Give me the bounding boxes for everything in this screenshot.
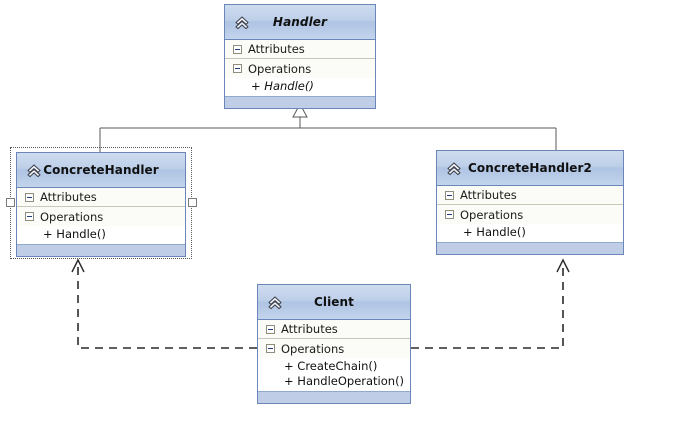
open-arrowhead-left	[71, 258, 85, 273]
class-box-handler[interactable]: Handler Attributes Operations + Handle()	[224, 4, 376, 109]
operation-item[interactable]: + Handle()	[463, 225, 526, 239]
operations-section-handler[interactable]: Operations	[225, 59, 375, 78]
operation-item[interactable]: + CreateChain()	[284, 359, 378, 373]
operations-section-client[interactable]: Operations	[258, 339, 410, 358]
class-box-concretehandler2[interactable]: ConcreteHandler2 Attributes Operations +…	[436, 150, 624, 255]
abstract-class-chevron-icon	[268, 296, 282, 310]
collapse-icon-attributes[interactable]	[266, 324, 275, 334]
class-header-client: Client	[258, 285, 410, 320]
attributes-section-client[interactable]: Attributes	[258, 320, 410, 339]
abstract-class-chevron-icon	[27, 164, 41, 178]
attributes-label: Attributes	[281, 322, 338, 336]
operation-item[interactable]: + Handle()	[43, 227, 106, 241]
collapse-icon-attributes[interactable]	[233, 44, 242, 54]
generalization-tree	[99, 102, 557, 152]
collapse-icon-operations[interactable]	[266, 344, 275, 353]
operations-label: Operations	[460, 207, 524, 222]
attributes-label: Attributes	[40, 190, 97, 204]
class-title-concretehandler: ConcreteHandler	[43, 163, 159, 177]
attributes-section-concretehandler2[interactable]: Attributes	[437, 186, 623, 205]
resize-handle-left[interactable]	[6, 198, 15, 207]
attributes-section-concretehandler[interactable]: Attributes	[17, 188, 185, 207]
collapse-icon-operations[interactable]	[233, 64, 242, 73]
operations-section-concretehandler2[interactable]: Operations	[437, 205, 623, 224]
class-header-handler: Handler	[225, 5, 375, 40]
operations-label: Operations	[281, 341, 345, 356]
class-header-concretehandler: ConcreteHandler	[17, 153, 185, 188]
operations-list-handler: + Handle()	[225, 78, 375, 96]
dependency-client-concretehandler2	[411, 258, 570, 349]
operations-section-concretehandler[interactable]: Operations	[17, 207, 185, 226]
class-footer-concretehandler	[17, 244, 185, 256]
class-footer-concretehandler2	[437, 242, 623, 254]
resize-handle-right[interactable]	[188, 198, 197, 207]
collapse-icon-attributes[interactable]	[445, 190, 454, 200]
class-title-concretehandler2: ConcreteHandler2	[467, 161, 593, 175]
collapse-icon-operations[interactable]	[445, 210, 454, 219]
class-box-concretehandler[interactable]: ConcreteHandler Attributes Operations + …	[16, 152, 186, 257]
operations-list-concretehandler2: + Handle()	[437, 224, 623, 242]
operations-list-concretehandler: + Handle()	[17, 226, 185, 244]
operations-label: Operations	[40, 209, 104, 224]
class-footer-handler	[225, 96, 375, 108]
attributes-label: Attributes	[248, 42, 305, 56]
class-footer-client	[258, 391, 410, 403]
class-header-concretehandler2: ConcreteHandler2	[437, 151, 623, 186]
class-title-client: Client	[313, 295, 355, 309]
abstract-class-chevron-icon	[447, 162, 461, 176]
operation-item[interactable]: + HandleOperation()	[284, 374, 405, 388]
dependency-client-concretehandler	[71, 258, 257, 349]
collapse-icon-operations[interactable]	[25, 212, 34, 221]
attributes-section-handler[interactable]: Attributes	[225, 40, 375, 59]
open-arrowhead-right	[556, 258, 570, 273]
abstract-class-chevron-icon	[235, 16, 249, 30]
collapse-icon-attributes[interactable]	[25, 192, 34, 202]
operations-label: Operations	[248, 61, 312, 76]
operations-list-client: + CreateChain() + HandleOperation()	[258, 358, 410, 391]
operation-item[interactable]: + Handle()	[251, 79, 314, 93]
class-box-client[interactable]: Client Attributes Operations + CreateCha…	[257, 284, 411, 404]
attributes-label: Attributes	[460, 188, 517, 202]
class-title-handler: Handler	[272, 15, 328, 29]
